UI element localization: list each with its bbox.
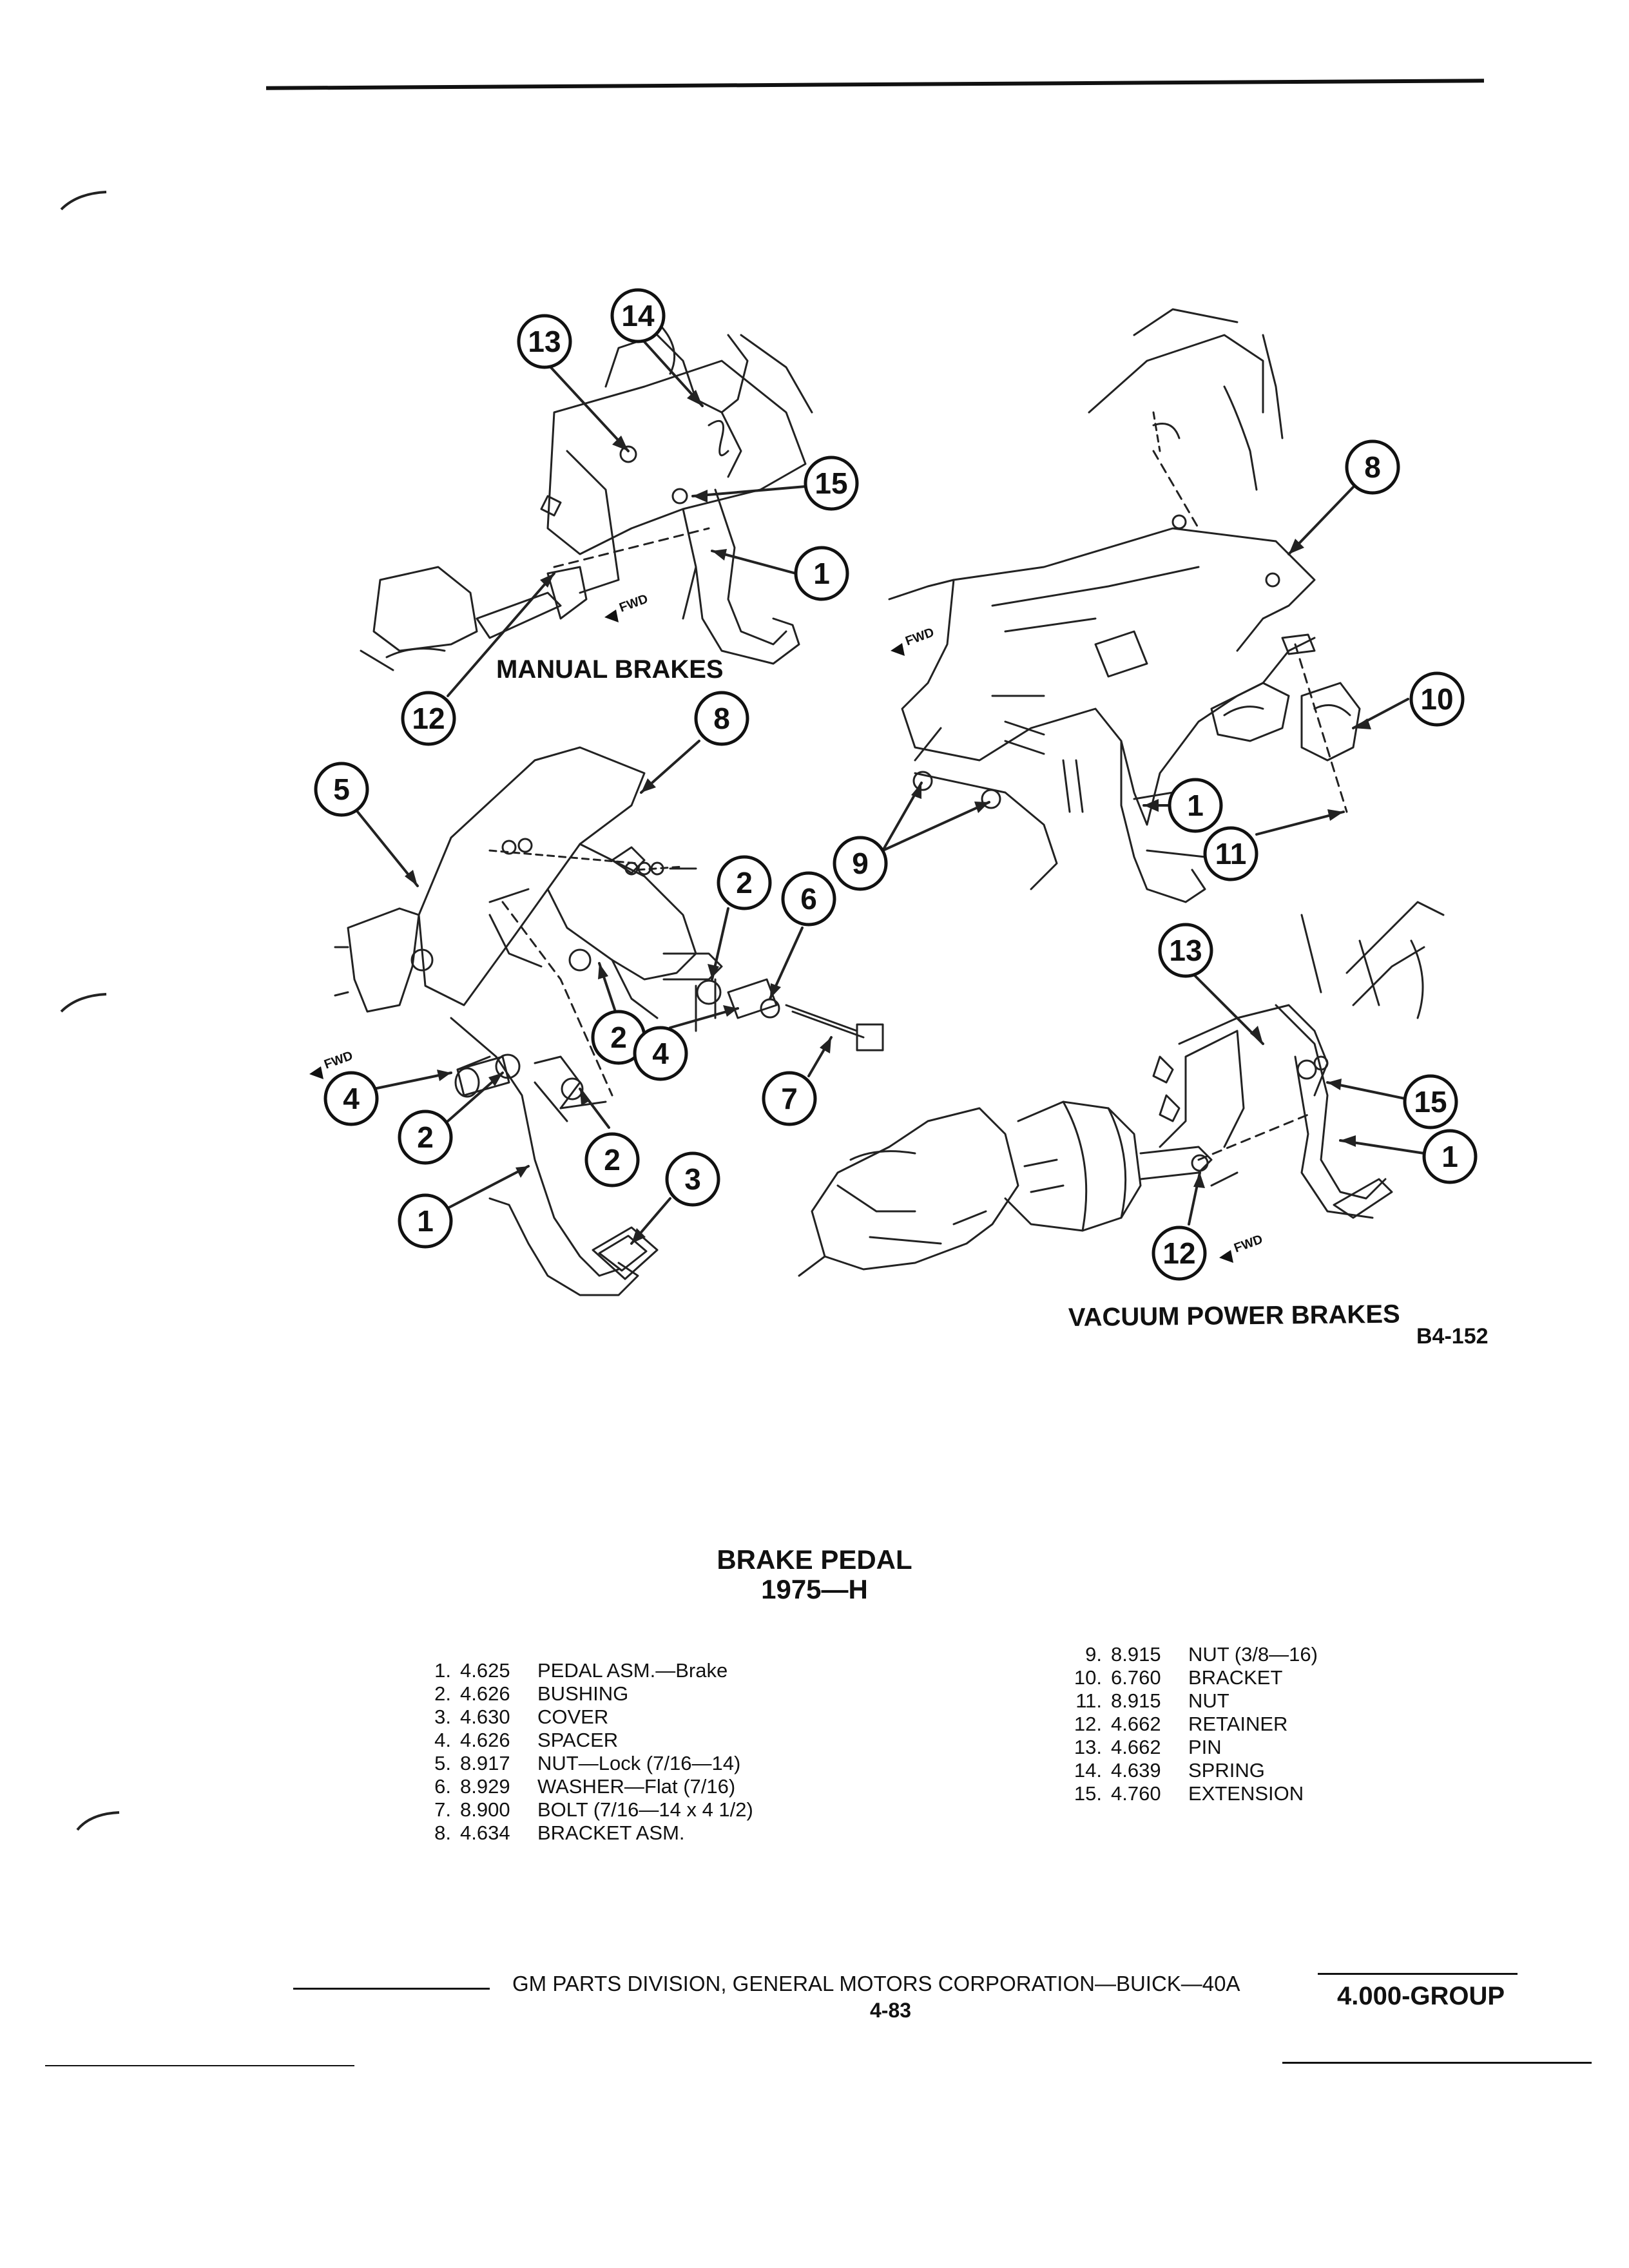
callout-10-bracket: 10 [1409, 671, 1465, 727]
svg-text:1: 1 [1441, 1140, 1458, 1173]
svg-text:4: 4 [343, 1082, 360, 1115]
footer-page-number: 4-83 [870, 1999, 912, 2022]
footer-rule-left [293, 1988, 490, 1990]
bottom-rule-right [1282, 2062, 1592, 2064]
callout-1-pedal-left: 1 [398, 1193, 453, 1249]
arrowheads [405, 390, 1371, 1244]
title-line-1: BRAKE PEDAL [717, 1544, 912, 1575]
callout-13-manual: 13 [517, 314, 572, 369]
callout-12-vacuum: 12 [1152, 1225, 1207, 1281]
callout-6-washer: 6 [781, 871, 836, 927]
svg-text:9: 9 [852, 847, 869, 880]
svg-text:1: 1 [813, 557, 830, 590]
fwd-label-bracket: FWD [322, 1048, 354, 1072]
callout-4-spacer-right: 4 [633, 1026, 688, 1081]
fwd-markers [309, 610, 1233, 1263]
svg-text:12: 12 [412, 702, 445, 735]
callout-5-bracket: 5 [314, 762, 369, 817]
callout-4-spacer-left: 4 [323, 1071, 379, 1126]
svg-text:15: 15 [815, 466, 847, 500]
svg-text:2: 2 [604, 1143, 621, 1177]
vacuum-bracket-illustration [888, 308, 1361, 903]
vacuum-power-brakes-illustration [798, 901, 1445, 1277]
footer-group: 4.000-GROUP [1337, 1982, 1505, 2010]
svg-text:15: 15 [1414, 1085, 1447, 1119]
binder-marks [60, 191, 120, 1831]
svg-text:1: 1 [417, 1204, 434, 1238]
callout-2-bracket-upper: 2 [717, 855, 772, 910]
callout-14-manual: 14 [610, 288, 666, 343]
fwd-label-vacuum-bracket: FWD [903, 625, 936, 648]
callout-3-cover: 3 [665, 1151, 720, 1207]
svg-text:13: 13 [1169, 934, 1202, 967]
svg-text:5: 5 [333, 773, 350, 806]
svg-text:1: 1 [1187, 789, 1204, 822]
callout-8-vacuum-bracket: 8 [1345, 439, 1400, 495]
callout-9-nut: 9 [833, 836, 888, 891]
svg-text:6: 6 [800, 882, 817, 916]
callout-11-nut: 11 [1203, 826, 1258, 881]
manual-brakes-illustration [360, 321, 813, 671]
callout-group: 13 14 15 1 12 8 5 2 6 2 4 7 4 2 2 3 1 8 … [314, 288, 1478, 1281]
fwd-label-manual: FWD [617, 591, 650, 615]
svg-text:8: 8 [1364, 450, 1381, 484]
bracket-exploded-illustration [334, 746, 884, 1296]
footer-rule-right [1318, 1973, 1518, 1975]
title-line-2: 1975—H [761, 1574, 868, 1604]
svg-text:2: 2 [610, 1021, 627, 1054]
figure-code: B4-152 [1416, 1324, 1489, 1349]
callout-13-vacuum: 13 [1158, 923, 1213, 978]
svg-text:8: 8 [713, 702, 730, 735]
callout-2-bracket-middle: 2 [591, 1010, 646, 1065]
callout-12-manual: 12 [401, 691, 456, 746]
svg-text:7: 7 [781, 1082, 798, 1115]
callout-1-vacuum-bracket: 1 [1168, 778, 1223, 833]
svg-text:12: 12 [1162, 1236, 1195, 1270]
svg-text:2: 2 [736, 866, 753, 899]
callout-15-vacuum: 15 [1403, 1074, 1458, 1129]
vacuum-power-brakes-label: VACUUM POWER BRAKES [1068, 1300, 1400, 1332]
callout-15-manual: 15 [804, 456, 859, 511]
svg-text:14: 14 [621, 299, 655, 332]
svg-text:10: 10 [1420, 682, 1453, 716]
svg-text:11: 11 [1215, 837, 1247, 870]
callout-2-bushing-right: 2 [584, 1132, 640, 1187]
svg-text:4: 4 [652, 1037, 669, 1070]
page-title: BRAKE PEDAL 1975—H [686, 1545, 943, 1604]
callout-7-bolt: 7 [762, 1071, 817, 1126]
svg-text:3: 3 [684, 1162, 701, 1196]
callout-8-bracket: 8 [694, 691, 749, 746]
callout-1-vacuum: 1 [1422, 1129, 1478, 1184]
fwd-label-vacuum: FWD [1232, 1232, 1264, 1255]
svg-text:13: 13 [528, 325, 561, 358]
footer-publisher: GM PARTS DIVISION, GENERAL MOTORS CORPOR… [512, 1972, 1240, 1995]
leader-lines [356, 337, 1425, 1245]
callout-2-bushing-left: 2 [398, 1110, 453, 1165]
bottom-rule-left [45, 2065, 354, 2066]
callout-1-manual: 1 [794, 546, 849, 601]
manual-brakes-label: MANUAL BRAKES [496, 655, 724, 684]
svg-text:2: 2 [417, 1120, 434, 1154]
